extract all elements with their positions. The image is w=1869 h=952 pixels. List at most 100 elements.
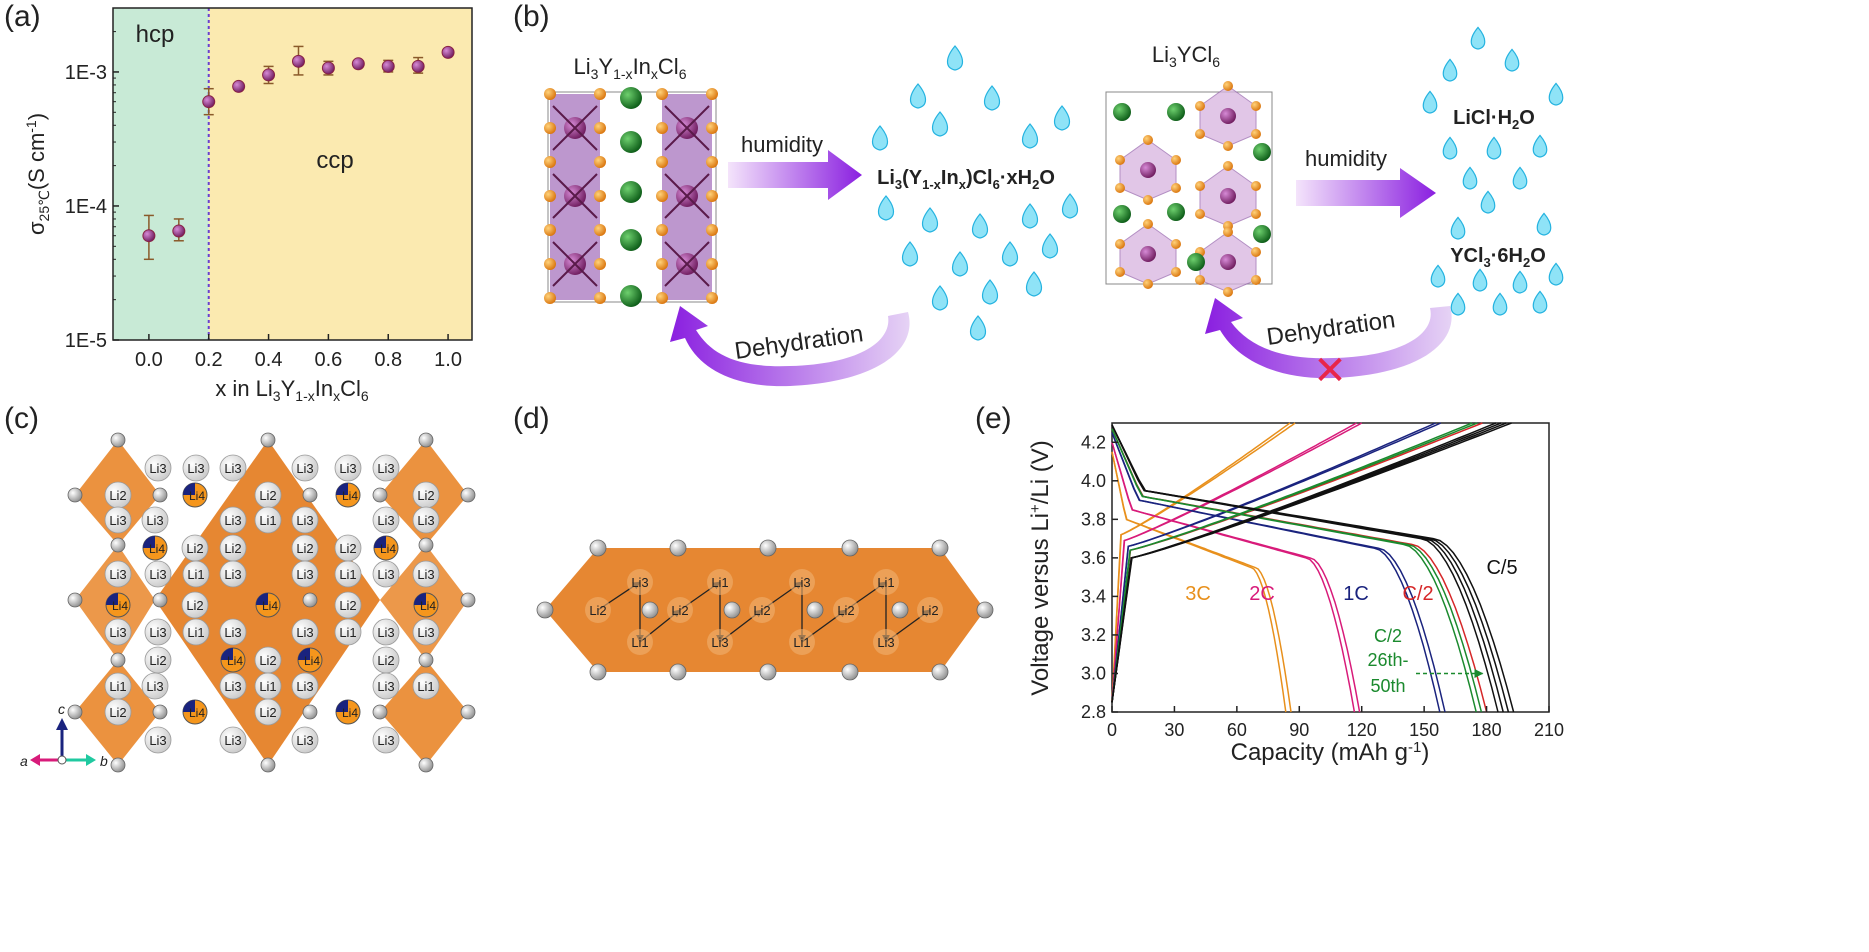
li-site-label: Li2 bbox=[339, 598, 356, 613]
li-site bbox=[372, 454, 400, 482]
discharge-curve bbox=[1111, 432, 1441, 713]
li-site-label: Li2 bbox=[921, 603, 938, 618]
li-site-label: Li3 bbox=[417, 567, 434, 582]
cl-atom bbox=[1223, 287, 1233, 297]
y-tick-label: 3.4 bbox=[1081, 586, 1106, 606]
li-site bbox=[104, 560, 132, 588]
li-site-label: Li3 bbox=[377, 461, 394, 476]
charge-curve bbox=[1111, 422, 1473, 703]
li-site-label: Li3 bbox=[877, 635, 894, 650]
cl-atom bbox=[1251, 129, 1261, 139]
cl-atom bbox=[536, 601, 554, 619]
cl-atom bbox=[460, 592, 476, 608]
li-site bbox=[707, 569, 733, 595]
li-site bbox=[749, 597, 775, 623]
cl-atom bbox=[1195, 181, 1205, 191]
li-site-label: Li2 bbox=[109, 488, 126, 503]
x-tick-label: 0.2 bbox=[195, 349, 223, 371]
li-site-label: Li2 bbox=[339, 541, 356, 556]
cl-atom bbox=[418, 757, 434, 773]
y-tick-label: 4.2 bbox=[1081, 432, 1106, 452]
water-drop bbox=[871, 125, 889, 151]
data-points bbox=[142, 45, 455, 261]
li-site-label: Li3 bbox=[631, 575, 648, 590]
li-site bbox=[291, 726, 319, 754]
water-drop bbox=[1021, 123, 1039, 149]
series-label: C/5 bbox=[1486, 557, 1517, 579]
water-drop bbox=[1442, 136, 1458, 160]
li-site bbox=[144, 618, 172, 646]
cl-atom bbox=[544, 292, 556, 304]
li-site bbox=[667, 597, 693, 623]
li-site-label: Li1 bbox=[793, 635, 810, 650]
water-drops-left bbox=[871, 45, 1079, 341]
right-humidity-label: humidity bbox=[1305, 146, 1387, 171]
series-label: 1C bbox=[1343, 583, 1369, 605]
li-site bbox=[254, 698, 282, 726]
cl-atom bbox=[544, 258, 556, 270]
li-atom bbox=[1167, 203, 1185, 221]
cl-atom bbox=[1251, 181, 1261, 191]
water-drop bbox=[1025, 271, 1043, 297]
li-site bbox=[182, 454, 210, 482]
li-site bbox=[104, 698, 132, 726]
li-site-label: Li3 bbox=[711, 635, 728, 650]
li4-site-shade bbox=[183, 483, 195, 495]
li4-site-shade bbox=[336, 700, 348, 712]
cl-atom bbox=[1195, 275, 1205, 285]
cl-atom bbox=[460, 487, 476, 503]
li-site bbox=[412, 506, 440, 534]
x-tick-label: 0.0 bbox=[135, 349, 163, 371]
axis-a-label: a bbox=[20, 753, 28, 769]
li-site-label: Li3 bbox=[149, 733, 166, 748]
x-tick-label: 150 bbox=[1409, 720, 1439, 740]
li-site bbox=[144, 726, 172, 754]
li-site-label: Li2 bbox=[296, 541, 313, 556]
li-atom bbox=[1113, 205, 1131, 223]
li-atom bbox=[1187, 253, 1205, 271]
li-site bbox=[412, 618, 440, 646]
li-site-label: Li3 bbox=[146, 679, 163, 694]
li-site-label: Li3 bbox=[296, 625, 313, 640]
right-dehydration-arrow bbox=[1205, 298, 1452, 379]
y-tick-label: 1E-5 bbox=[65, 330, 107, 352]
li-site-label: Li3 bbox=[224, 733, 241, 748]
water-drop bbox=[921, 207, 939, 233]
li-site bbox=[789, 569, 815, 595]
li-site-label: Li3 bbox=[296, 513, 313, 528]
cl-atom bbox=[594, 258, 606, 270]
annotation-26th: 26th- bbox=[1367, 650, 1408, 670]
y-tick-label: 4.0 bbox=[1081, 471, 1106, 491]
cl-atom bbox=[1251, 209, 1261, 219]
cl-atom bbox=[544, 224, 556, 236]
cl-atom bbox=[656, 258, 668, 270]
cl-atom bbox=[544, 88, 556, 100]
discharge-curve bbox=[1111, 442, 1356, 713]
li-site-label: Li1 bbox=[417, 679, 434, 694]
cl-atom bbox=[594, 88, 606, 100]
cl-atom bbox=[1223, 81, 1233, 91]
cl-atom bbox=[589, 539, 607, 557]
li-site-label: Li4 bbox=[342, 489, 358, 503]
li-site bbox=[412, 560, 440, 588]
water-drop bbox=[901, 241, 919, 267]
cl-atom bbox=[1251, 101, 1261, 111]
li-site-label: Li3 bbox=[339, 461, 356, 476]
water-drop bbox=[946, 45, 964, 71]
y-axis-label: σ25℃(S cm-1) bbox=[23, 113, 52, 235]
panel-label-c: (c) bbox=[4, 402, 39, 435]
right-formula: Li3YCl6 bbox=[1152, 42, 1220, 70]
li-site bbox=[372, 560, 400, 588]
li-site bbox=[219, 618, 247, 646]
li-site bbox=[627, 629, 653, 655]
data-point bbox=[262, 68, 276, 82]
data-point bbox=[291, 54, 305, 68]
panel-b-schematic: Li3Y1-xInxCl6 humidity Li3(Y1-xInx)Cl6·x… bbox=[544, 26, 1564, 393]
cl-atom bbox=[302, 704, 318, 720]
cl-atom bbox=[460, 704, 476, 720]
li-site bbox=[334, 591, 362, 619]
cl-atom bbox=[931, 539, 949, 557]
water-drop bbox=[1450, 216, 1466, 240]
